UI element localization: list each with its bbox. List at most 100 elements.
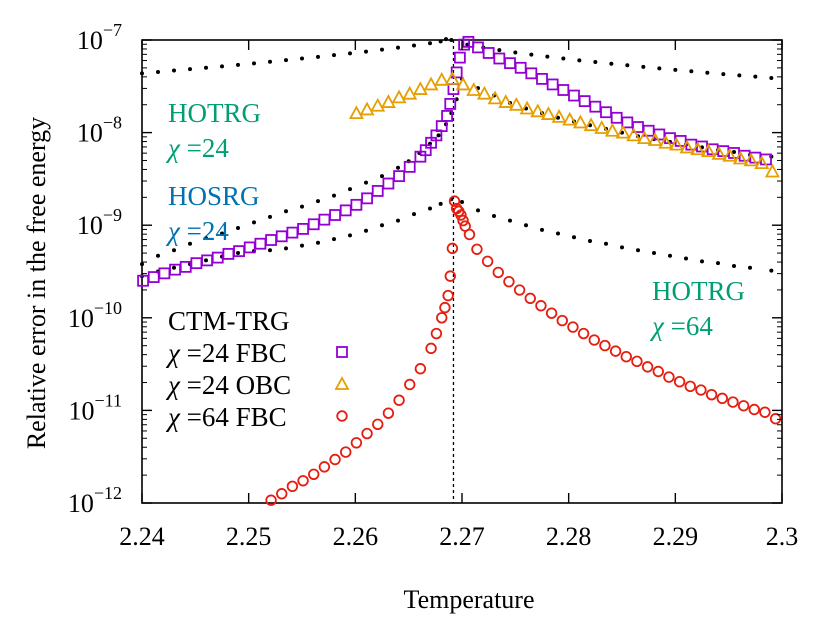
data-point-hotrg24 [689, 69, 694, 74]
data-point-hotrg24 [412, 43, 416, 48]
data-point-obc24 [754, 155, 770, 170]
data-point-fbc64 [577, 327, 590, 340]
data-point-fbc64 [286, 480, 299, 493]
data-point-hosrg24 [140, 262, 144, 267]
data-point-hotrg24 [673, 67, 678, 72]
data-point-fbc64 [759, 406, 771, 418]
data-point-hotrg24 [220, 64, 224, 69]
data-point-hotrg64 [652, 250, 656, 255]
data-point-hotrg24 [332, 53, 336, 58]
data-point-fbc24 [514, 61, 527, 74]
data-point-obc24 [700, 143, 716, 158]
data-point-hotrg64 [716, 261, 720, 266]
data-point-fbc64 [361, 427, 373, 440]
y-tick-base: 10 [69, 396, 95, 425]
data-point-fbc24 [190, 257, 203, 270]
y-tick-label: 10−9 [77, 205, 122, 240]
data-point-fbc24 [275, 230, 288, 243]
data-point-hotrg24 [428, 41, 432, 46]
y-tick-label: 10−10 [68, 298, 122, 333]
legend-entry-fbc64: χ =64 FBC [165, 402, 287, 432]
data-point-fbc24 [286, 226, 299, 239]
annotation-hosrg24-value: =24 [180, 216, 229, 246]
data-point-fbc24 [441, 110, 453, 122]
data-point-fbc64 [448, 195, 461, 207]
legend-markers [334, 346, 350, 422]
data-point-fbc24 [403, 160, 416, 173]
data-point-hotrg24 [449, 38, 454, 42]
data-point-fbc64 [588, 334, 600, 346]
data-point-obc24 [476, 85, 492, 100]
x-tick-label: 2.28 [546, 522, 592, 551]
data-point-hotrg24 [140, 71, 144, 76]
y-tick-exponent: −9 [103, 205, 122, 225]
x-tick-label: 2.27 [439, 522, 485, 551]
data-point-fbc24 [371, 185, 384, 197]
data-point-fbc64 [727, 396, 739, 408]
data-point-obc24 [764, 163, 780, 178]
data-point-fbc24 [493, 52, 506, 65]
data-point-fbc64 [609, 345, 622, 357]
data-point-fbc64 [318, 461, 331, 473]
data-point-fbc64 [372, 418, 384, 430]
data-point-hotrg64 [492, 213, 496, 218]
data-point-hotrg64 [636, 248, 640, 253]
data-point-fbc64 [503, 275, 515, 288]
data-point-fbc24 [318, 213, 331, 226]
y-tick-label: 10−11 [69, 390, 122, 425]
data-point-obc24 [444, 71, 460, 85]
data-point-obc24 [636, 130, 652, 145]
data-point-fbc64 [308, 468, 320, 480]
data-point-hotrg64 [316, 240, 320, 245]
data-point-obc24 [615, 124, 631, 139]
data-point-hotrg64 [364, 228, 368, 233]
series-hotrg24 [140, 37, 774, 80]
data-point-obc24 [412, 81, 428, 95]
data-point-obc24 [380, 94, 396, 108]
data-point-fbc64 [350, 437, 363, 449]
data-point-hotrg24 [252, 61, 256, 66]
data-point-fbc64 [442, 289, 454, 302]
data-point-hotrg64 [268, 248, 272, 253]
x-tick-label: 2.25 [226, 522, 272, 551]
data-point-fbc24 [568, 89, 580, 102]
annotation-hotrg64-title: HOTRG [652, 276, 745, 306]
data-point-hotrg64 [236, 250, 240, 255]
data-point-hosrg24 [220, 231, 224, 236]
data-point-fbc64 [695, 384, 707, 396]
data-point-fbc64 [444, 270, 456, 282]
legend: CTM-TRG χ =24 FBC χ =24 OBC χ =64 FBC [165, 306, 350, 432]
annotation-hotrg24: HOTRG χ =24 [165, 98, 261, 163]
data-point-hotrg24 [156, 69, 160, 74]
data-point-fbc64 [481, 255, 494, 268]
data-point-hotrg24 [753, 74, 758, 79]
data-point-fbc24 [393, 170, 405, 183]
data-point-fbc24 [546, 78, 559, 91]
x-axis-label: Temperature [404, 585, 535, 614]
data-point-fbc64 [404, 378, 416, 391]
data-point-hotrg64 [412, 212, 416, 217]
data-point-hotrg64 [769, 268, 774, 273]
y-axis-label: Relative error in the free energy [22, 117, 51, 449]
data-point-obc24 [572, 114, 588, 129]
data-point-hotrg64 [300, 243, 304, 248]
data-point-fbc64 [297, 475, 309, 487]
data-point-hotrg64 [396, 218, 400, 223]
data-point-hotrg24 [284, 58, 288, 63]
data-point-hotrg24 [172, 68, 176, 73]
y-tick-label: 10−8 [77, 113, 122, 148]
annotation-hotrg64-value: =64 [664, 311, 713, 341]
data-point-hotrg64 [348, 233, 352, 238]
data-point-obc24 [434, 71, 450, 86]
y-tick-label: 10−7 [77, 20, 122, 55]
data-point-fbc64 [463, 228, 476, 241]
data-point-fbc64 [567, 321, 579, 333]
data-point-obc24 [359, 101, 375, 116]
data-point-obc24 [455, 76, 471, 91]
data-point-obc24 [690, 141, 706, 156]
legend-entry-obc24: χ =24 OBC [165, 370, 291, 400]
data-point-fbc64 [471, 243, 483, 255]
data-point-fbc64 [652, 365, 664, 378]
data-point-fbc64 [545, 307, 558, 319]
